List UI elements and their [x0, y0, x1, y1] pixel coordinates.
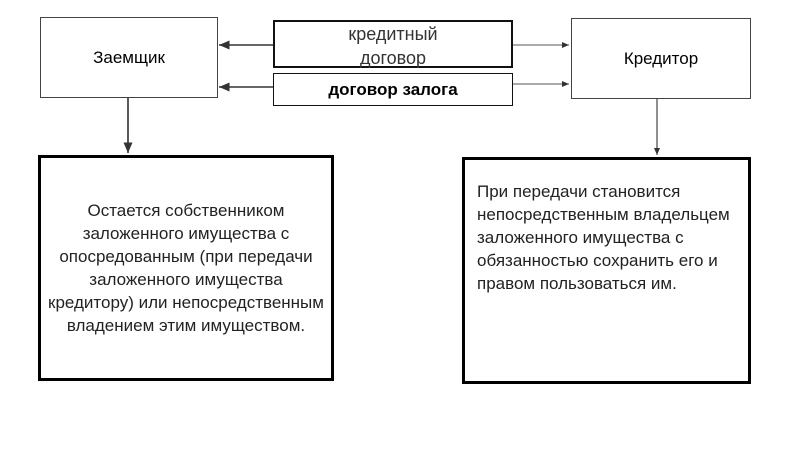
creditor-note-bottom-border: [462, 381, 751, 384]
borrower-note-text: Остается собственником заложенного имуще…: [48, 201, 324, 335]
creditor-note-text: При передачи становится непосредственным…: [477, 182, 730, 293]
pledge-contract-box: договор залога: [273, 73, 513, 106]
credit-contract-box: кредитный договор: [273, 20, 513, 68]
creditor-label: Кредитор: [623, 48, 699, 68]
borrower-note-box: Остается собственником заложенного имуще…: [38, 155, 334, 381]
credit-contract-label: кредитный договор: [348, 24, 438, 68]
borrower-box: Заемщик: [40, 17, 218, 98]
creditor-note-box: При передачи становится непосредственным…: [462, 157, 751, 384]
creditor-box: Кредитор: [571, 18, 751, 99]
borrower-label: Заемщик: [93, 47, 165, 67]
pledge-contract-label: договор залога: [328, 79, 458, 99]
